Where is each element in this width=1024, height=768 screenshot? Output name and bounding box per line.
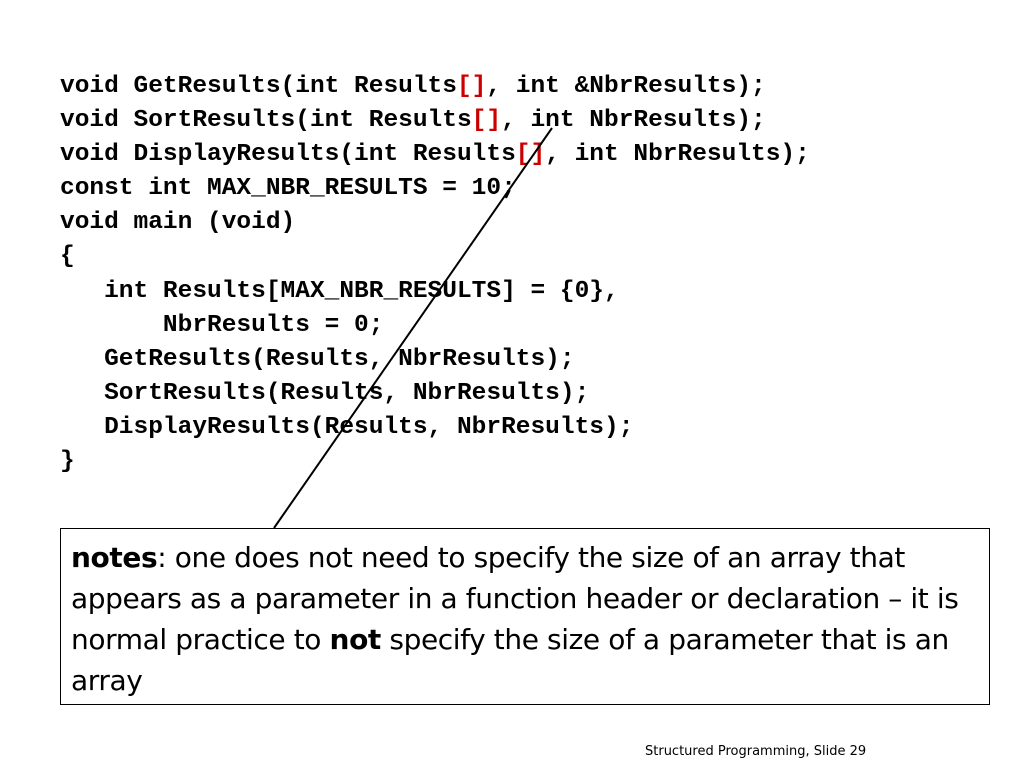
array-brackets: []	[515, 141, 546, 169]
slide-footer: Structured Programming, Slide 29	[645, 744, 867, 759]
code-line: }	[60, 445, 810, 479]
code-text: void GetResults(int Results	[60, 73, 457, 100]
code-line: void SortResults(int Results[], int NbrR…	[60, 104, 810, 138]
code-text: const int MAX_NBR_RESULTS = 10;	[60, 175, 516, 203]
code-line: int Results[MAX_NBR_RESULTS] = {0},	[60, 275, 810, 309]
code-text: NbrResults = 0;	[60, 311, 384, 339]
code-text: void SortResults(int Results	[60, 107, 472, 135]
code-line: void main (void)	[60, 206, 810, 240]
code-text: {	[60, 243, 75, 271]
code-text: int Results[MAX_NBR_RESULTS] = {0},	[60, 277, 619, 305]
array-brackets: []	[471, 107, 502, 135]
code-line: const int MAX_NBR_RESULTS = 10;	[60, 172, 810, 206]
notes-emphasis: not	[329, 623, 382, 656]
code-text: , int NbrResults);	[545, 141, 810, 169]
array-brackets: []	[456, 73, 487, 100]
code-line: void GetResults(int Results[], int &NbrR…	[60, 70, 810, 104]
code-line: SortResults(Results, NbrResults);	[60, 377, 810, 411]
code-text: DisplayResults(Results, NbrResults);	[60, 413, 634, 441]
code-text: GetResults(Results, NbrResults);	[60, 345, 575, 373]
code-line: GetResults(Results, NbrResults);	[60, 343, 810, 377]
code-text: void main (void)	[60, 209, 296, 237]
code-text: void DisplayResults(int Results	[60, 141, 516, 169]
notes-text-part1: : one does not need to specify the size …	[71, 541, 959, 656]
code-text: }	[60, 448, 75, 476]
code-text: , int &NbrResults);	[486, 73, 766, 100]
code-line: void DisplayResults(int Results[], int N…	[60, 138, 810, 172]
notes-text-part2: specify the size of a parameter that is …	[71, 623, 949, 697]
code-text: SortResults(Results, NbrResults);	[60, 379, 590, 407]
notes-box: notes: one does not need to specify the …	[60, 528, 990, 705]
code-line: {	[60, 240, 810, 274]
code-line: NbrResults = 0;	[60, 309, 810, 343]
code-block: void GetResults(int Results[], int &NbrR…	[60, 70, 810, 479]
code-line: DisplayResults(Results, NbrResults);	[60, 411, 810, 445]
code-text: , int NbrResults);	[501, 107, 766, 135]
notes-label: notes	[71, 541, 158, 574]
